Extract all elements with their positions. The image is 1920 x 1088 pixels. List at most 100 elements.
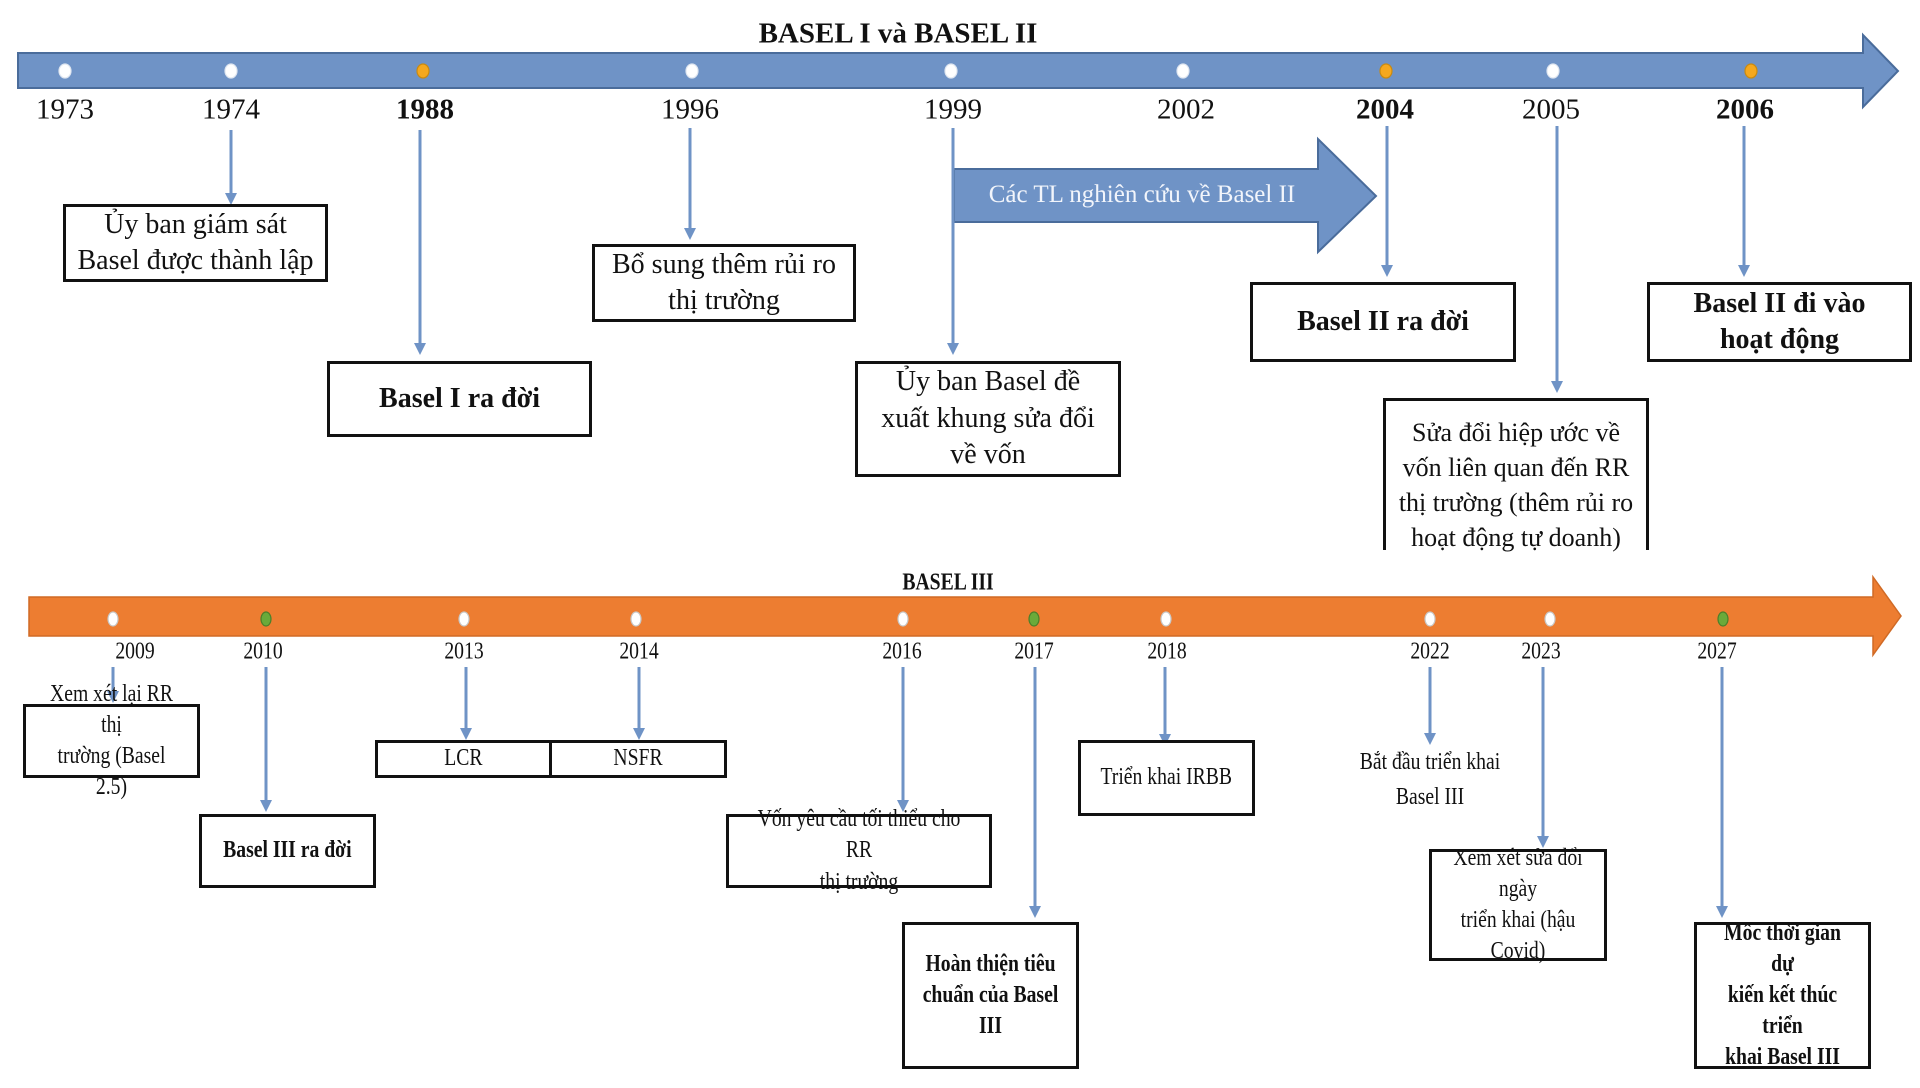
event-line: Basel II ra đời bbox=[1297, 305, 1469, 337]
event-box-2016: Vốn yêu cầu tối thiểu cho RR thị trường bbox=[726, 806, 992, 895]
event-line: triển khai (hậu Covid) bbox=[1460, 907, 1576, 965]
basel12-title: BASEL I và BASEL II bbox=[758, 17, 1038, 50]
timeline-dot-1988 bbox=[416, 63, 430, 79]
event-line: kiến kết thúc triển bbox=[1727, 981, 1838, 1040]
year-label-1974: 1974 bbox=[202, 93, 260, 126]
event-box-2004: Basel II ra đời bbox=[1250, 282, 1516, 362]
connector-2016-arrowhead-icon bbox=[897, 800, 909, 812]
event-box-2014-nsfr: NSFR bbox=[549, 740, 727, 778]
event-line: thị trường bbox=[668, 285, 780, 316]
event-line: vốn liên quan đến RR bbox=[1402, 453, 1630, 483]
timeline-dot-2004 bbox=[1379, 63, 1393, 79]
event-box-2006: Basel II đi vào hoạt động bbox=[1647, 282, 1912, 362]
event-line: Basel được thành lập bbox=[77, 245, 314, 276]
research-period-label: Các TL nghiên cứu về Basel II bbox=[988, 181, 1296, 208]
event-line: Bổ sung thêm rủi ro bbox=[612, 248, 836, 280]
year-label-2004: 2004 bbox=[1356, 93, 1414, 126]
year-label-2014: 2014 bbox=[619, 638, 659, 665]
timeline-dot-2016 bbox=[897, 611, 909, 627]
timeline-dot-1974 bbox=[224, 63, 238, 79]
connector-2022-arrowhead-icon bbox=[1424, 733, 1436, 745]
event-box-2010: Basel III ra đời bbox=[199, 814, 376, 888]
year-label-2006: 2006 bbox=[1716, 93, 1774, 126]
year-label-2016: 2016 bbox=[882, 638, 922, 665]
event-line: khai Basel III bbox=[1725, 1044, 1840, 1071]
event-line: trường (Basel 2.5) bbox=[57, 743, 166, 801]
event-line: Mốc thời gian dự bbox=[1724, 919, 1841, 977]
event-line: Bắt đầu triển khai bbox=[1359, 749, 1501, 775]
connector-2014-arrowhead-icon bbox=[633, 728, 645, 740]
event-line: thị trường bbox=[819, 868, 899, 895]
event-line: Triển khai IRBB bbox=[1100, 764, 1233, 791]
timeline-dot-2013 bbox=[458, 611, 470, 627]
year-label-1973: 1973 bbox=[36, 93, 94, 126]
event-box-2018: Triển khai IRBB bbox=[1078, 740, 1255, 816]
connector-1996-arrowhead-icon bbox=[684, 228, 696, 240]
event-line: Xem xét lại RR thị bbox=[50, 680, 173, 738]
timeline-dot-2005 bbox=[1546, 63, 1560, 79]
connector-2027-arrowhead-icon bbox=[1716, 906, 1728, 918]
year-label-1999: 1999 bbox=[924, 93, 982, 126]
event-line: chuẩn của Basel III bbox=[922, 981, 1059, 1040]
timeline-dot-2022 bbox=[1424, 611, 1436, 627]
connector-2013-arrowhead-icon bbox=[460, 728, 472, 740]
connector-1988-arrowhead-icon bbox=[414, 343, 426, 355]
event-line: Ủy ban Basel đề bbox=[895, 366, 1081, 398]
year-label-2023: 2023 bbox=[1521, 638, 1561, 665]
connector-1999-arrowhead-icon bbox=[947, 343, 959, 355]
year-label-2002: 2002 bbox=[1157, 93, 1215, 126]
timeline-dot-2018 bbox=[1160, 611, 1172, 627]
basel12-timeline-bar bbox=[17, 32, 1900, 110]
year-label-1988: 1988 bbox=[396, 93, 454, 126]
connector-2023-arrowhead-icon bbox=[1537, 836, 1549, 848]
event-box-2013-lcr: LCR bbox=[375, 740, 552, 778]
timeline-dot-2023 bbox=[1544, 611, 1556, 627]
event-line: hoạt động tự doanh) bbox=[1411, 523, 1621, 553]
connector-2017-arrowhead-icon bbox=[1029, 906, 1041, 918]
timeline-dot-2027 bbox=[1717, 611, 1729, 627]
timeline-dot-2017 bbox=[1028, 611, 1040, 627]
event-box-1996: Bổ sung thêm rủi ro thị trường bbox=[592, 244, 856, 322]
timeline-dot-2009 bbox=[107, 611, 119, 627]
connector-2006-arrowhead-icon bbox=[1738, 265, 1750, 277]
research-period-arrow bbox=[953, 136, 1378, 255]
year-label-2027: 2027 bbox=[1697, 638, 1737, 665]
event-line: Basel I ra đời bbox=[379, 382, 540, 414]
timeline-dot-2014 bbox=[630, 611, 642, 627]
event-line: Basel III ra đời bbox=[223, 837, 352, 864]
event-line: xuất khung sửa đổi bbox=[881, 402, 1095, 434]
event-line: Basel III bbox=[1395, 783, 1465, 810]
event-line: hoạt động bbox=[1719, 324, 1840, 355]
event-line: NSFR bbox=[613, 745, 663, 772]
event-line: Ủy ban giám sát bbox=[104, 208, 287, 240]
connector-2009-arrowhead-icon bbox=[107, 691, 119, 703]
year-label-2013: 2013 bbox=[444, 638, 484, 665]
event-line: LCR bbox=[444, 745, 483, 772]
timeline-dot-1973 bbox=[58, 63, 72, 79]
year-label-2022: 2022 bbox=[1410, 638, 1450, 665]
event-box-1988: Basel I ra đời bbox=[327, 361, 592, 437]
timeline-dot-1999 bbox=[944, 63, 958, 79]
year-label-1996: 1996 bbox=[661, 93, 719, 126]
timeline-dot-2006 bbox=[1744, 63, 1758, 79]
year-label-2017: 2017 bbox=[1014, 638, 1054, 665]
connector-1974-arrowhead-icon bbox=[225, 193, 237, 205]
basel3-title: BASEL III bbox=[902, 569, 994, 596]
year-label-2010: 2010 bbox=[243, 638, 283, 665]
timeline-dot-2002 bbox=[1176, 63, 1190, 79]
event-line: Vốn yêu cầu tối thiểu cho RR bbox=[757, 806, 961, 864]
event-line: về vốn bbox=[950, 439, 1026, 471]
connector-2010-arrowhead-icon bbox=[260, 800, 272, 812]
event-line: Basel II đi vào bbox=[1693, 287, 1866, 319]
timeline-dot-2010 bbox=[260, 611, 272, 627]
event-box-1999: Ủy ban Basel đề xuất khung sửa đổi về vốn bbox=[855, 361, 1121, 477]
year-label-2018: 2018 bbox=[1147, 638, 1187, 665]
event-line: Xem xét sửa đổi ngày bbox=[1453, 844, 1583, 902]
